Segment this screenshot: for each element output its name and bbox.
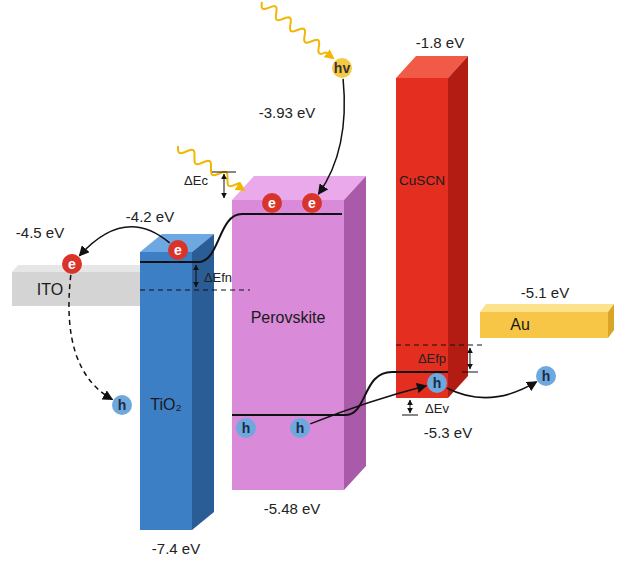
carrier-symbol: h (433, 375, 442, 391)
carrier-symbol: h (242, 420, 251, 436)
valence-band-line (232, 372, 448, 415)
carrier-symbol: e (68, 256, 76, 272)
au-electrode: Au (480, 312, 608, 338)
top-face (232, 176, 366, 200)
front-face (396, 78, 448, 398)
layer-name: ITO (37, 281, 63, 299)
hole-circle: h (112, 395, 132, 415)
energy-level-label: -5.1 eV (521, 284, 569, 301)
perovskite-layer-faces (232, 176, 366, 490)
energy-level-label: -5.3 eV (424, 424, 472, 441)
energy-level-label: -3.93 eV (259, 104, 316, 121)
offset-label: ΔEfn (204, 270, 232, 285)
energy-level-label: -1.8 eV (416, 34, 464, 51)
delta-efp-tick (462, 372, 478, 373)
delta-efn-arrow (196, 265, 197, 287)
electron-circle: e (302, 193, 322, 213)
photon-circle: hv (332, 58, 352, 78)
layer-name: CuSCN (399, 173, 445, 188)
front-face (480, 312, 608, 338)
side-face (448, 56, 468, 398)
electron-circle: e (168, 240, 188, 260)
front-face (232, 200, 344, 490)
transfer-arrow (318, 79, 344, 194)
hole-circle: h (427, 373, 447, 393)
delta-ec-arrow (224, 174, 225, 198)
energy-level-label: -4.2 eV (126, 208, 174, 225)
layer-name: TiO₂ (150, 396, 181, 414)
delta-ev-tick (402, 415, 418, 416)
fermi-level-n (140, 290, 250, 291)
delta-efp-arrow (470, 348, 471, 369)
tio2-layer: TiO₂ (140, 252, 192, 530)
carrier-symbol: hv (334, 60, 350, 76)
photon-wave (178, 146, 244, 190)
front-face (12, 272, 140, 306)
delta-ev-arrow (410, 400, 411, 413)
cuscn-layer: CuSCN (396, 78, 448, 398)
delta-ec-tick (212, 172, 236, 173)
au-electrode-faces (480, 304, 614, 338)
photon-wave (262, 2, 333, 58)
energy-level-label: -4.5 eV (16, 224, 64, 241)
side-face (344, 176, 366, 490)
energy-level-label: -7.4 eV (152, 540, 200, 557)
side-face (608, 304, 614, 338)
layer-name: Au (510, 316, 530, 334)
ito-layer: ITO (12, 272, 140, 306)
transfer-arrow (79, 227, 169, 256)
front-face (140, 252, 192, 530)
transfer-arrow (447, 382, 537, 398)
offset-label: ΔEv (425, 401, 449, 416)
carrier-symbol: h (118, 397, 127, 413)
offset-label: ΔEfp (418, 351, 446, 366)
cuscn-layer-faces (396, 56, 468, 398)
carrier-symbol: e (174, 242, 182, 258)
hole-circle: h (236, 418, 256, 438)
layer-name: Perovskite (251, 309, 326, 327)
carrier-symbol: h (296, 420, 305, 436)
transfer-arrow (310, 386, 426, 424)
perovskite-layer: Perovskite (232, 200, 344, 490)
carrier-symbol: e (308, 195, 316, 211)
carrier-symbol: h (542, 368, 551, 384)
top-face (480, 304, 614, 312)
carrier-symbol: e (268, 195, 276, 211)
recombination-arrow (69, 275, 112, 400)
energy-level-label: -5.48 eV (264, 500, 321, 517)
offset-label: ΔEc (184, 173, 208, 188)
fermi-level-p (396, 345, 482, 346)
tio2-layer-faces (140, 234, 214, 530)
hole-circle: h (536, 366, 556, 386)
hole-circle: h (290, 418, 310, 438)
electron-circle: e (62, 254, 82, 274)
electron-circle: e (262, 193, 282, 213)
